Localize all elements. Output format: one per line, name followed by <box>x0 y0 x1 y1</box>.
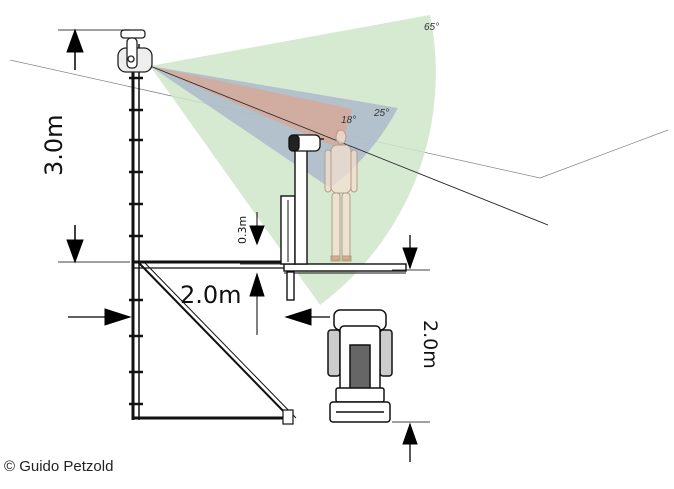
dim-lower-height: 2.0m <box>392 235 441 462</box>
dim-label-platform-step: 0.3m <box>236 216 249 244</box>
beam-axis <box>149 65 549 226</box>
truss-mast <box>129 44 297 425</box>
dim-offset-width: 2.0m <box>68 281 330 326</box>
moving-head-icon <box>327 309 393 423</box>
dim-label-lower-height: 2.0m <box>419 320 441 369</box>
copyright-text: © Guido Petzold <box>4 458 114 475</box>
dim-label-mast-height: 3.0m <box>40 114 68 176</box>
beam-label-narrow: 18° <box>341 115 356 126</box>
top-fixture-icon <box>117 29 153 73</box>
dim-platform-step: 0.3m <box>236 212 282 335</box>
beam-label-wide: 65° <box>424 22 439 33</box>
dim-mast-height: 3.0m <box>40 28 130 264</box>
beam-label-medium: 25° <box>373 108 389 119</box>
followspot-icon <box>288 134 324 152</box>
dim-label-offset-width: 2.0m <box>180 281 242 309</box>
performer-figure <box>324 129 358 262</box>
